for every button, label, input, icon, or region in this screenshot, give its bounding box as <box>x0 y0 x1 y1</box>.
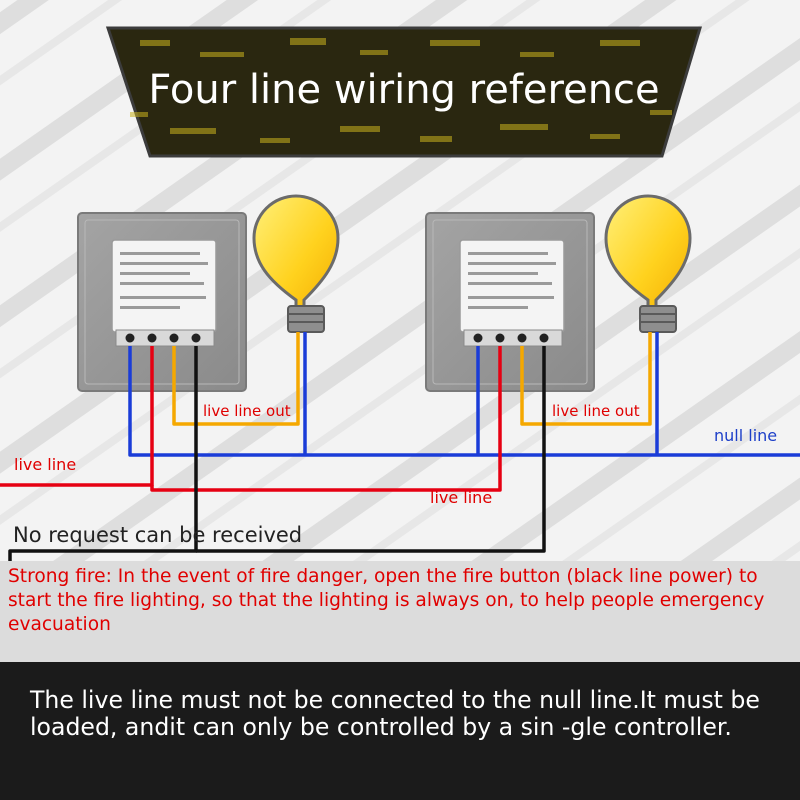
null-line-label: null line <box>714 426 778 445</box>
fire-control-wire <box>196 346 546 553</box>
switch-panel-2 <box>425 212 595 392</box>
switch-panel-1 <box>77 212 247 392</box>
title-banner <box>105 26 703 158</box>
live-line-wire <box>150 346 502 492</box>
diagram-title: Four line wiring reference <box>148 67 660 113</box>
no-request-note: No request can be received <box>13 523 303 547</box>
live-line-label: live line <box>430 488 493 507</box>
light-bulb-icon <box>604 194 692 333</box>
light-bulb-icon <box>252 194 340 333</box>
fire-control-wire <box>8 346 198 561</box>
fire-note-panel: Strong fire: In the event of fire danger… <box>0 561 800 662</box>
live-line-label: live line <box>14 455 77 474</box>
fire-note-text: Strong fire: In the event of fire danger… <box>8 566 765 635</box>
live-line-out-wire <box>172 332 300 426</box>
warning-text: The live line must not be connected to t… <box>30 686 760 741</box>
warning-panel: The live line must not be connected to t… <box>0 662 800 800</box>
live-line-out-wire <box>520 332 652 426</box>
live-line-out-label: live line out <box>203 402 291 420</box>
null-line-wire <box>128 346 800 457</box>
live-line-out-label: live line out <box>552 402 640 420</box>
